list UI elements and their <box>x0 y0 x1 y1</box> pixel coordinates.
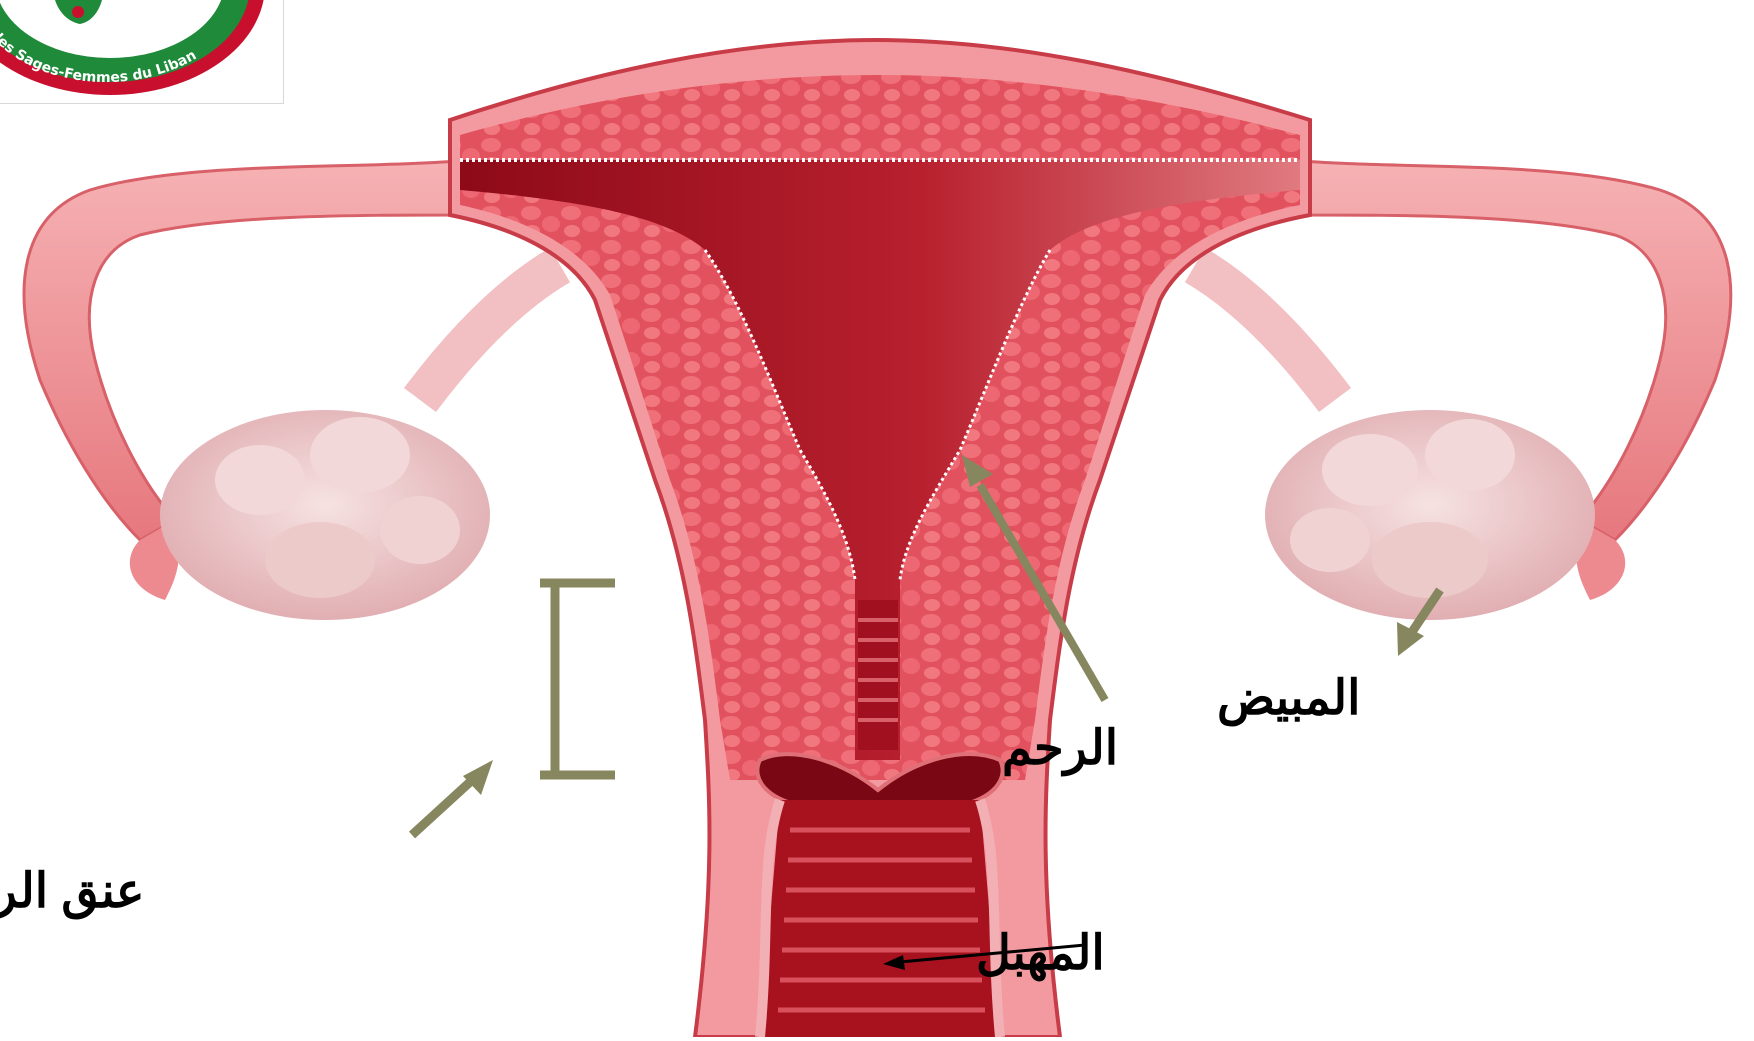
right-ovary <box>1265 410 1595 620</box>
ovary-label: المبيض <box>1217 675 1360 723</box>
vagina <box>760 800 1000 1037</box>
cervix-pointer <box>412 760 493 835</box>
right-ovarian-ligament <box>1195 265 1335 400</box>
vagina-label: المهبل <box>976 930 1105 978</box>
left-ovary <box>160 410 490 620</box>
left-ovarian-ligament <box>420 265 560 400</box>
midwives-seal-icon: des Sages-Femmes du Liban <box>0 0 283 103</box>
cervix-label: عنق الرحم <box>0 868 145 916</box>
cervix-bracket <box>540 583 615 775</box>
cervical-canal <box>858 600 898 750</box>
logo: des Sages-Femmes du Liban <box>0 0 284 104</box>
uterus-label: الرحم <box>1002 725 1118 773</box>
